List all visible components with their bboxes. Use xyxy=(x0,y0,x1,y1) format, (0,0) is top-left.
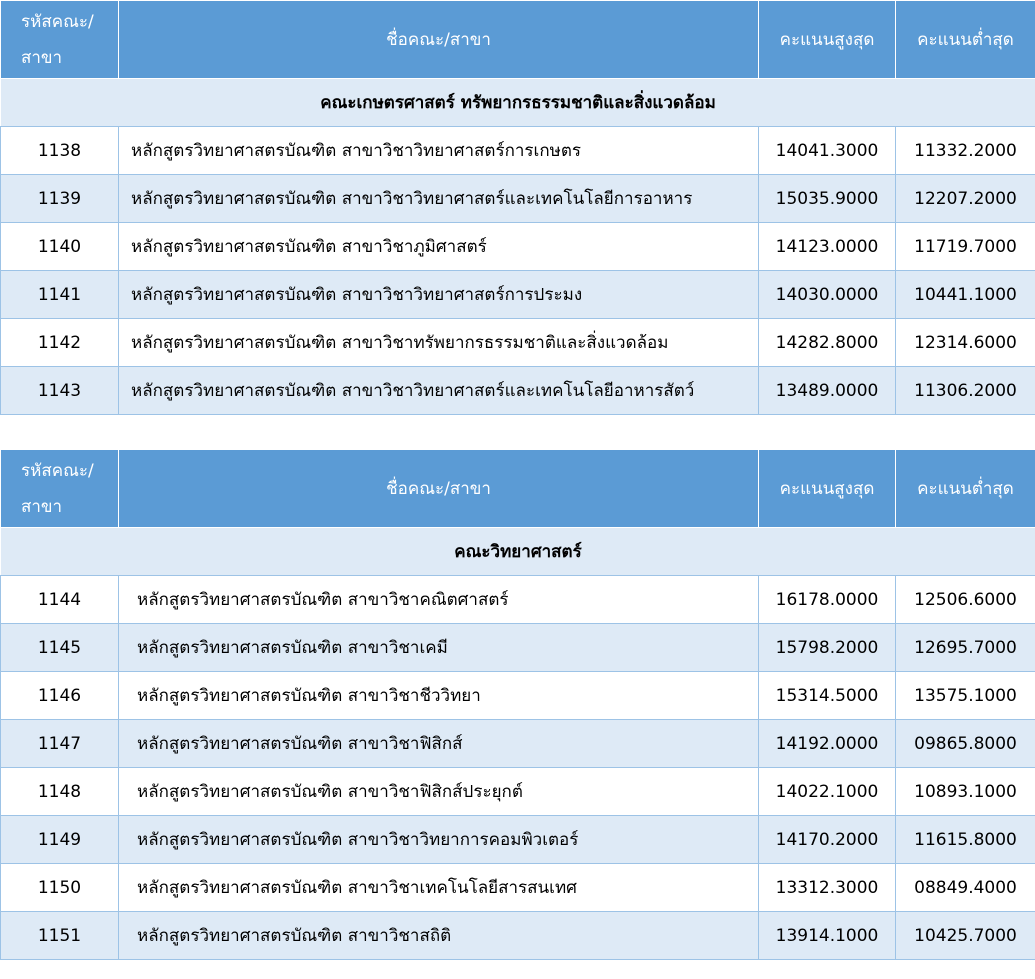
max-score: 14282.8000 xyxy=(758,318,896,367)
program-code: 1150 xyxy=(0,863,119,912)
program-name: หลักสูตรวิทยาศาสตรบัณฑิต สาขาวิชาภูมิศาส… xyxy=(118,222,759,271)
min-score-column-header: คะแนนต่ำสุด xyxy=(895,0,1035,79)
min-score: 08849.4000 xyxy=(895,863,1035,912)
min-score: 11306.2000 xyxy=(895,366,1035,415)
name-column-header: ชื่อคณะ/สาขา xyxy=(118,449,759,528)
min-score: 12695.7000 xyxy=(895,623,1035,672)
table-row: 1141 หลักสูตรวิทยาศาสตรบัณฑิต สาขาวิชาวิ… xyxy=(0,270,1035,319)
program-code: 1140 xyxy=(0,222,119,271)
min-score: 11332.2000 xyxy=(895,126,1035,175)
max-score-column-header: คะแนนสูงสุด xyxy=(758,449,896,528)
program-code: 1151 xyxy=(0,911,119,960)
program-code: 1139 xyxy=(0,174,119,223)
program-code: 1148 xyxy=(0,767,119,816)
max-score: 13312.3000 xyxy=(758,863,896,912)
max-score: 14022.1000 xyxy=(758,767,896,816)
program-name: หลักสูตรวิทยาศาสตรบัณฑิต สาขาวิชาคณิตศาส… xyxy=(118,575,759,624)
min-score: 11615.8000 xyxy=(895,815,1035,864)
table-row: 1140 หลักสูตรวิทยาศาสตรบัณฑิต สาขาวิชาภู… xyxy=(0,222,1035,271)
code-column-header: รหัสคณะ/ สาขา xyxy=(0,0,119,79)
max-score: 13489.0000 xyxy=(758,366,896,415)
max-score: 15314.5000 xyxy=(758,671,896,720)
program-name: หลักสูตรวิทยาศาสตรบัณฑิต สาขาวิชาเคมี xyxy=(118,623,759,672)
name-column-header: ชื่อคณะ/สาขา xyxy=(118,0,759,79)
max-score: 14030.0000 xyxy=(758,270,896,319)
program-code: 1141 xyxy=(0,270,119,319)
program-name: หลักสูตรวิทยาศาสตรบัณฑิต สาขาวิชาเทคโนโล… xyxy=(118,863,759,912)
table-row: 1144 หลักสูตรวิทยาศาสตรบัณฑิต สาขาวิชาคณ… xyxy=(0,575,1035,624)
min-score: 10893.1000 xyxy=(895,767,1035,816)
min-score: 12207.2000 xyxy=(895,174,1035,223)
program-name: หลักสูตรวิทยาศาสตรบัณฑิต สาขาวิชาวิทยากา… xyxy=(118,815,759,864)
table-row: 1143 หลักสูตรวิทยาศาสตรบัณฑิต สาขาวิชาวิ… xyxy=(0,366,1035,415)
min-score: 12506.6000 xyxy=(895,575,1035,624)
program-code: 1144 xyxy=(0,575,119,624)
program-code: 1143 xyxy=(0,366,119,415)
faculty-title: คณะเกษตรศาสตร์ ทรัพยากรธรรมชาติและสิ่งแว… xyxy=(0,78,1035,127)
table-row: 1138 หลักสูตรวิทยาศาสตรบัณฑิต สาขาวิชาวิ… xyxy=(0,126,1035,175)
program-name: หลักสูตรวิทยาศาสตรบัณฑิต สาขาวิชาฟิสิกส์ xyxy=(118,719,759,768)
max-score-column-header: คะแนนสูงสุด xyxy=(758,0,896,79)
program-code: 1149 xyxy=(0,815,119,864)
program-code: 1147 xyxy=(0,719,119,768)
table-row: 1145 หลักสูตรวิทยาศาสตรบัณฑิต สาขาวิชาเค… xyxy=(0,623,1035,672)
min-score: 10441.1000 xyxy=(895,270,1035,319)
program-name: หลักสูตรวิทยาศาสตรบัณฑิต สาขาวิชาทรัพยาก… xyxy=(118,318,759,367)
program-code: 1146 xyxy=(0,671,119,720)
program-name: หลักสูตรวิทยาศาสตรบัณฑิต สาขาวิชาฟิสิกส์… xyxy=(118,767,759,816)
min-score: 13575.1000 xyxy=(895,671,1035,720)
table-row: 1149 หลักสูตรวิทยาศาสตรบัณฑิต สาขาวิชาวิ… xyxy=(0,815,1035,864)
min-score: 10425.7000 xyxy=(895,911,1035,960)
table-row: 1139 หลักสูตรวิทยาศาสตรบัณฑิต สาขาวิชาวิ… xyxy=(0,174,1035,223)
table-row: 1150 หลักสูตรวิทยาศาสตรบัณฑิต สาขาวิชาเท… xyxy=(0,863,1035,912)
table-row: 1148 หลักสูตรวิทยาศาสตรบัณฑิต สาขาวิชาฟิ… xyxy=(0,767,1035,816)
max-score: 14192.0000 xyxy=(758,719,896,768)
program-name: หลักสูตรวิทยาศาสตรบัณฑิต สาขาวิชาวิทยาศา… xyxy=(118,270,759,319)
min-score: 12314.6000 xyxy=(895,318,1035,367)
table-header-row: รหัสคณะ/ สาขา ชื่อคณะ/สาขา คะแนนสูงสุด ค… xyxy=(0,449,1035,528)
table-header-row: รหัสคณะ/ สาขา ชื่อคณะ/สาขา คะแนนสูงสุด ค… xyxy=(0,0,1035,79)
max-score: 15035.9000 xyxy=(758,174,896,223)
min-score: 11719.7000 xyxy=(895,222,1035,271)
table-row: 1151 หลักสูตรวิทยาศาสตรบัณฑิต สาขาวิชาสถ… xyxy=(0,911,1035,960)
faculty-row: คณะเกษตรศาสตร์ ทรัพยากรธรรมชาติและสิ่งแว… xyxy=(0,78,1035,127)
table-row: 1146 หลักสูตรวิทยาศาสตรบัณฑิต สาขาวิชาชี… xyxy=(0,671,1035,720)
faculty-title: คณะวิทยาศาสตร์ xyxy=(0,527,1035,576)
program-name: หลักสูตรวิทยาศาสตรบัณฑิต สาขาวิชาวิทยาศา… xyxy=(118,126,759,175)
program-name: หลักสูตรวิทยาศาสตรบัณฑิต สาขาวิชาวิทยาศา… xyxy=(118,366,759,415)
min-score-column-header: คะแนนต่ำสุด xyxy=(895,449,1035,528)
score-table-agriculture: รหัสคณะ/ สาขา ชื่อคณะ/สาขา คะแนนสูงสุด ค… xyxy=(0,0,1035,415)
program-name: หลักสูตรวิทยาศาสตรบัณฑิต สาขาวิชาชีววิทย… xyxy=(118,671,759,720)
program-name: หลักสูตรวิทยาศาสตรบัณฑิต สาขาวิชาสถิติ xyxy=(118,911,759,960)
table-row: 1147 หลักสูตรวิทยาศาสตรบัณฑิต สาขาวิชาฟิ… xyxy=(0,719,1035,768)
program-name: หลักสูตรวิทยาศาสตรบัณฑิต สาขาวิชาวิทยาศา… xyxy=(118,174,759,223)
program-code: 1145 xyxy=(0,623,119,672)
max-score: 13914.1000 xyxy=(758,911,896,960)
table-row: 1142 หลักสูตรวิทยาศาสตรบัณฑิต สาขาวิชาทร… xyxy=(0,318,1035,367)
max-score: 16178.0000 xyxy=(758,575,896,624)
max-score: 14123.0000 xyxy=(758,222,896,271)
program-code: 1142 xyxy=(0,318,119,367)
program-code: 1138 xyxy=(0,126,119,175)
code-column-header: รหัสคณะ/ สาขา xyxy=(0,449,119,528)
max-score: 14170.2000 xyxy=(758,815,896,864)
max-score: 15798.2000 xyxy=(758,623,896,672)
score-table-science: รหัสคณะ/ สาขา ชื่อคณะ/สาขา คะแนนสูงสุด ค… xyxy=(0,449,1035,960)
max-score: 14041.3000 xyxy=(758,126,896,175)
faculty-row: คณะวิทยาศาสตร์ xyxy=(0,527,1035,576)
min-score: 09865.8000 xyxy=(895,719,1035,768)
